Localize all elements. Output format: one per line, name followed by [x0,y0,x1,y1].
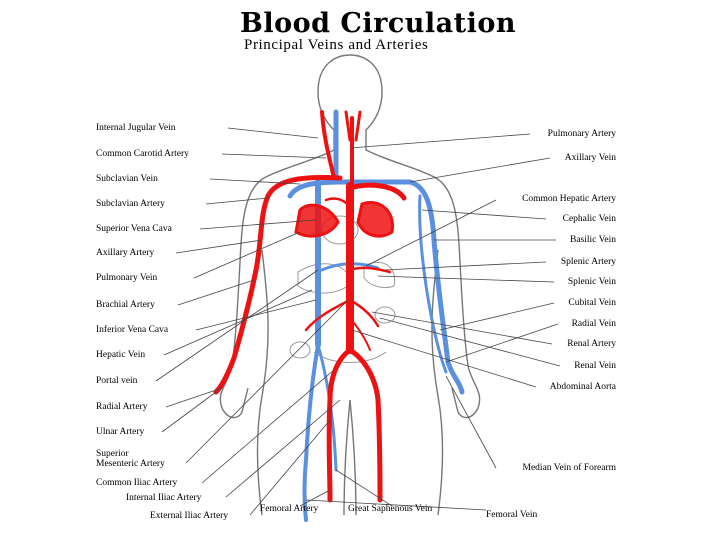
label-brachial-artery: Brachial Artery [96,300,155,310]
label-ulnar-artery: Ulnar Artery [96,427,145,437]
diagram-title: Blood Circulation [240,8,517,39]
label-internal-jugular-vein: Internal Jugular Vein [96,123,176,133]
label-axillary-vein: Axillary Vein [564,153,616,163]
label-median-vein-of-forearm: Median Vein of Forearm [522,463,616,473]
label-basilic-vein: Basilic Vein [569,235,616,245]
leader-lines [155,127,561,516]
veins [287,109,465,522]
label-mesenteric-artery: Mesenteric Artery [96,459,165,469]
label-renal-vein: Renal Vein [574,361,616,371]
label-pulmonary-artery: Pulmonary Artery [547,129,616,139]
label-radial-vein: Radial Vein [571,319,616,329]
label-femoral-artery: Femoral Artery [260,504,319,514]
label-cubital-vein: Cubital Vein [568,298,616,308]
label-radial-artery: Radial Artery [96,402,148,412]
label-common-carotid-artery: Common Carotid Artery [96,149,189,159]
organ-outlines [289,215,396,363]
label-internal-iliac-artery: Internal Iliac Artery [126,493,202,503]
label-splenic-vein: Splenic Vein [567,277,616,287]
label-inferior-vena-cava: Inferior Vena Cava [96,325,169,335]
label-axillary-artery: Axillary Artery [96,248,155,258]
label-renal-artery: Renal Artery [567,339,616,349]
label-abdominal-aorta: Abdominal Aorta [549,382,616,392]
label-hepatic-vein: Hepatic Vein [96,350,146,360]
label-subclavian-vein: Subclavian Vein [96,174,158,184]
label-superior-vena-cava: Superior Vena Cava [96,224,172,234]
label-great-saphenous-vein: Great Saphenous Vein [348,504,433,514]
label-superior: Superior [96,449,129,459]
label-subclavian-artery: Subclavian Artery [96,199,165,209]
label-external-iliac-artery: External Iliac Artery [150,511,229,521]
label-portal-vein: Portal vein [96,376,138,386]
arteries [213,110,407,503]
label-splenic-artery: Splenic Artery [560,257,616,267]
label-pulmonary-vein: Pulmonary Vein [96,273,158,283]
label-common-hepatic-artery: Common Hepatic Artery [522,194,616,204]
diagram-subtitle: Principal Veins and Arteries [244,37,429,53]
label-femoral-vein: Femoral Vein [486,510,538,520]
label-cephalic-vein: Cephalic Vein [562,214,616,224]
label-common-iliac-artery: Common Iliac Artery [96,478,178,488]
